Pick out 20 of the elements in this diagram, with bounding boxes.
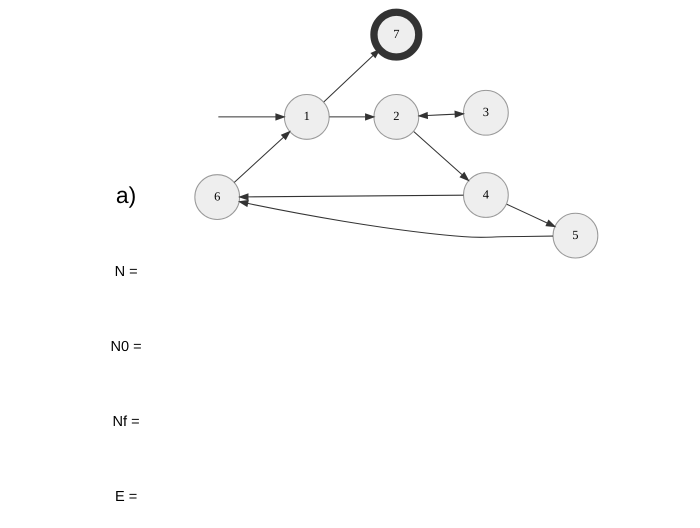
node-circle: 6 xyxy=(194,174,240,220)
node-circle: 2 xyxy=(373,94,420,140)
arrow xyxy=(413,131,470,182)
arrow xyxy=(234,130,291,183)
label: Nf = xyxy=(112,414,140,430)
arrow xyxy=(417,110,466,120)
label: N = xyxy=(114,264,138,280)
node-circle: 1 xyxy=(284,94,330,140)
node-circle: 5 xyxy=(552,212,598,259)
label: N0 = xyxy=(110,338,142,355)
node-circle: 4 xyxy=(462,172,509,218)
arrow xyxy=(506,204,556,228)
arrow xyxy=(324,48,380,102)
label: a) xyxy=(116,182,136,208)
arrow xyxy=(329,113,376,121)
label: E = xyxy=(114,488,138,505)
arrow xyxy=(218,113,286,121)
arrow xyxy=(238,193,464,200)
arrow xyxy=(238,200,553,238)
node-circle: 3 xyxy=(462,90,509,136)
